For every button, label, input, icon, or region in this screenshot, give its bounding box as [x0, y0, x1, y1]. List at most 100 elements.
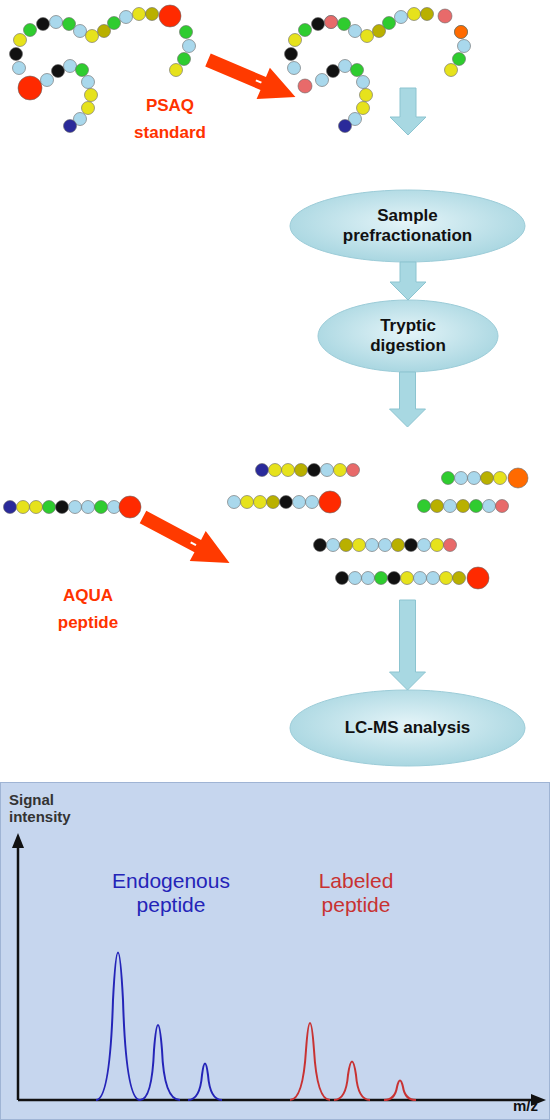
labeled-peaks-part — [290, 1023, 330, 1100]
peptide-fragments-part — [508, 468, 528, 488]
peptide-fragments-part — [401, 572, 414, 585]
aqua-peptide-chain-part — [4, 501, 17, 514]
series-label: Labeled peptide — [301, 869, 411, 917]
peptide-fragments-part — [414, 572, 427, 585]
peptide-fragments-part — [453, 572, 466, 585]
peptide-fragments-part — [440, 572, 453, 585]
peptide-fragments-part — [388, 572, 401, 585]
peptide-fragments-part — [457, 500, 470, 513]
step-label: LC-MS analysis — [345, 718, 471, 738]
labeled-peaks — [290, 1023, 416, 1100]
psaq-protein-chain — [10, 5, 196, 133]
peptide-fragments-part — [280, 496, 293, 509]
psaq-protein-chain-part — [10, 8, 196, 133]
peptide-fragments-part — [267, 496, 280, 509]
endogenous-peaks-part — [96, 953, 140, 1101]
peptide-fragments-part — [405, 539, 418, 552]
red-arrow-part — [191, 542, 196, 545]
aqua-peptide-chain-part — [17, 501, 30, 514]
flow-arrow — [390, 262, 426, 300]
chart-axes-part — [531, 1094, 546, 1106]
aqua-peptide-chain-part — [43, 501, 56, 514]
labeled-protein-chain-part — [325, 16, 338, 29]
peptide-fragments-part — [321, 464, 334, 477]
endogenous-peaks-part — [140, 1025, 180, 1100]
peptide-fragments-part — [241, 496, 254, 509]
aqua-peptide-chain-part — [56, 501, 69, 514]
peptide-fragments-part — [228, 496, 241, 509]
peptide-fragments-part — [483, 500, 496, 513]
peptide-fragments-part — [349, 572, 362, 585]
peptide-fragments-part — [444, 500, 457, 513]
step-label: Tryptic digestion — [353, 316, 463, 357]
labeled-protein-chain-part — [438, 9, 452, 23]
peptide-fragments-part — [334, 464, 347, 477]
ellipse-fill — [290, 190, 525, 262]
peptide-fragments-part — [431, 500, 444, 513]
peptide-fragments-part — [293, 496, 306, 509]
standard-label: AQUA peptide — [38, 582, 138, 636]
peptide-fragments-part — [455, 472, 468, 485]
text-container: Sample prefractionation — [290, 190, 525, 262]
peptide-fragments-part — [379, 539, 392, 552]
peptide-fragments-part — [269, 464, 282, 477]
ellipse-fill — [318, 300, 498, 372]
peptide-fragments-part — [347, 464, 360, 477]
labeled-protein-chain-part — [455, 26, 468, 39]
peptide-fragments-part — [444, 539, 457, 552]
peptide-fragments-part — [353, 539, 366, 552]
red-arrow — [201, 44, 302, 112]
peptide-fragments-part — [375, 572, 388, 585]
spectrum-panel: Signal intensityEndogenous peptide Labele… — [0, 782, 550, 1120]
psaq-protein-chain-part — [159, 5, 181, 27]
peptide-fragments-part — [327, 539, 340, 552]
peptide-fragments-part — [470, 500, 483, 513]
standard-label: PSAQ standard — [120, 92, 220, 146]
axis-title: Signal intensity — [9, 791, 89, 826]
flow-arrow — [390, 372, 426, 690]
series-label: Endogenous peptide — [91, 869, 251, 917]
process-ellipse: LC-MS analysis — [290, 690, 525, 766]
aqua-peptide-chain-part — [95, 501, 108, 514]
red-arrow-part — [201, 44, 302, 112]
peptide-fragments-part — [340, 539, 353, 552]
peptide-fragments-part — [256, 464, 269, 477]
peptide-fragments-part — [319, 491, 341, 513]
aqua-peptide-chain-part — [108, 501, 121, 514]
peptide-fragments — [228, 464, 529, 590]
labeled-protein-chain — [285, 8, 471, 133]
peptide-fragments-part — [468, 472, 481, 485]
aqua-peptide-chain-part — [30, 501, 43, 514]
chart-axes-part — [12, 833, 24, 848]
aqua-peptide-chain — [4, 496, 142, 518]
text-container: Tryptic digestion — [318, 300, 498, 372]
red-arrow — [135, 502, 237, 578]
labeled-peaks-part — [334, 1062, 370, 1101]
peptide-fragments-part — [336, 572, 349, 585]
red-arrow-part — [135, 502, 237, 578]
endogenous-peaks-part — [188, 1064, 222, 1101]
process-ellipse: Sample prefractionation — [290, 190, 525, 262]
labeled-protein-chain-part — [285, 8, 471, 133]
peptide-fragments-part — [418, 539, 431, 552]
labeled-protein-chain-part — [298, 79, 312, 93]
peptide-fragments-part — [418, 500, 431, 513]
peptide-fragments-part — [442, 472, 455, 485]
peptide-fragments-part — [481, 472, 494, 485]
text-container: LC-MS analysis — [290, 690, 525, 766]
peptide-fragments-part — [254, 496, 267, 509]
peptide-fragments-part — [494, 472, 507, 485]
endogenous-peaks — [96, 953, 222, 1101]
peptide-fragments-part — [467, 567, 489, 589]
aqua-peptide-chain-part — [82, 501, 95, 514]
peptide-fragments-part — [362, 572, 375, 585]
peptide-fragments-part — [431, 539, 444, 552]
chart-axes — [12, 833, 546, 1106]
aqua-peptide-chain-part — [119, 496, 141, 518]
peptide-fragments-part — [366, 539, 379, 552]
peptide-fragments-part — [314, 539, 327, 552]
red-arrow-part — [256, 80, 262, 82]
peptide-fragments-part — [295, 464, 308, 477]
